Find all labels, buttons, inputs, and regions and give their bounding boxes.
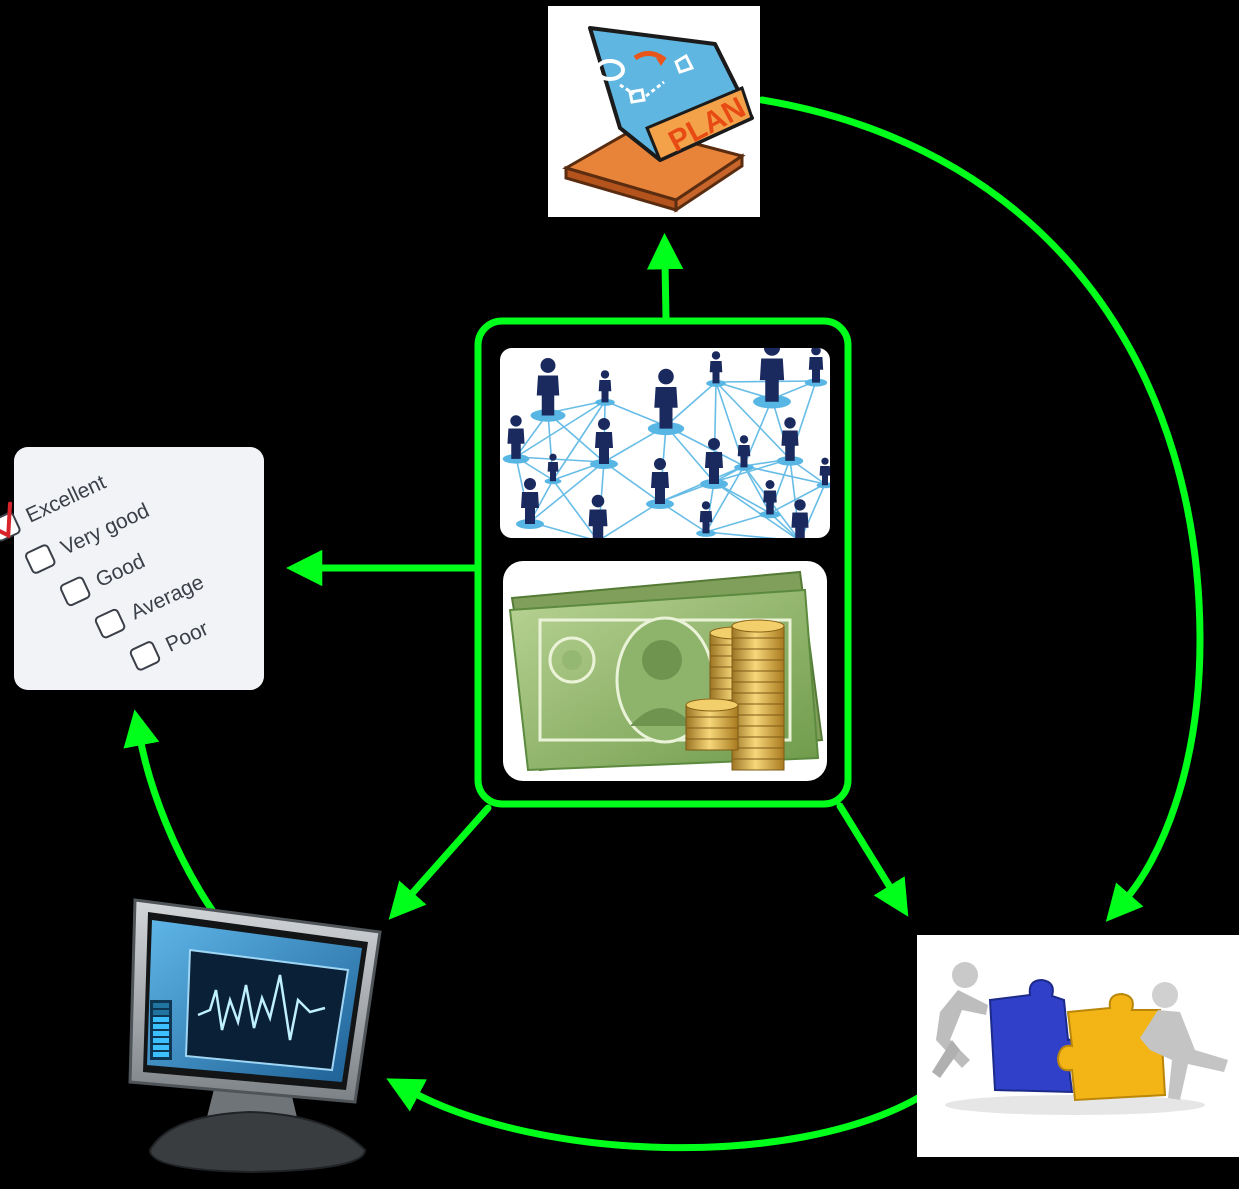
person-icon: [583, 494, 613, 538]
person-icon: [646, 458, 674, 509]
arrow-monitoring-to-evaluation: [123, 709, 216, 914]
person-icon: [816, 457, 830, 489]
arrow-center-to-plan: [646, 232, 684, 322]
person-icon: [700, 438, 728, 489]
coin-stack: [685, 698, 739, 751]
person-icon: [696, 501, 716, 537]
person-icon: [647, 368, 685, 436]
plan-node: PLAN: [548, 6, 760, 217]
arrow-plan-to-collaboration: [758, 96, 1204, 922]
connector-arrows: [123, 96, 1204, 1152]
person-icon: [502, 415, 530, 464]
person-icon: [753, 348, 791, 409]
person-icon: [544, 453, 562, 485]
monitor-waveform-icon: [128, 898, 382, 1174]
collaboration-node: [917, 935, 1239, 1157]
person-icon: [516, 478, 544, 529]
person-icon: [530, 358, 566, 422]
checkbox-icon: [129, 641, 161, 671]
person-icon: [595, 370, 615, 406]
person-icon: [776, 417, 804, 466]
arrow-center-to-monitoring: [388, 804, 492, 920]
checkmark-icon: [0, 501, 13, 539]
monitoring-node: [128, 898, 382, 1174]
money-coins-icon: [503, 561, 827, 781]
person-icon: [590, 418, 618, 469]
center-node: [474, 317, 852, 808]
person-icon: [759, 480, 781, 519]
person-icon: [706, 351, 726, 387]
person-icon: [734, 435, 754, 471]
checkbox-icon: [59, 576, 91, 607]
arrow-collaboration-to-monitoring: [386, 1078, 922, 1152]
checkbox-icon: [25, 544, 56, 574]
puzzle-teamwork-icon: [932, 962, 1228, 1115]
people-network-icon: [500, 348, 830, 538]
person-icon: [804, 348, 828, 387]
person-icon: [791, 499, 809, 538]
arrow-center-to-collaboration: [836, 802, 909, 917]
coin-stack: [731, 619, 785, 771]
checkbox-icon: [94, 608, 126, 639]
